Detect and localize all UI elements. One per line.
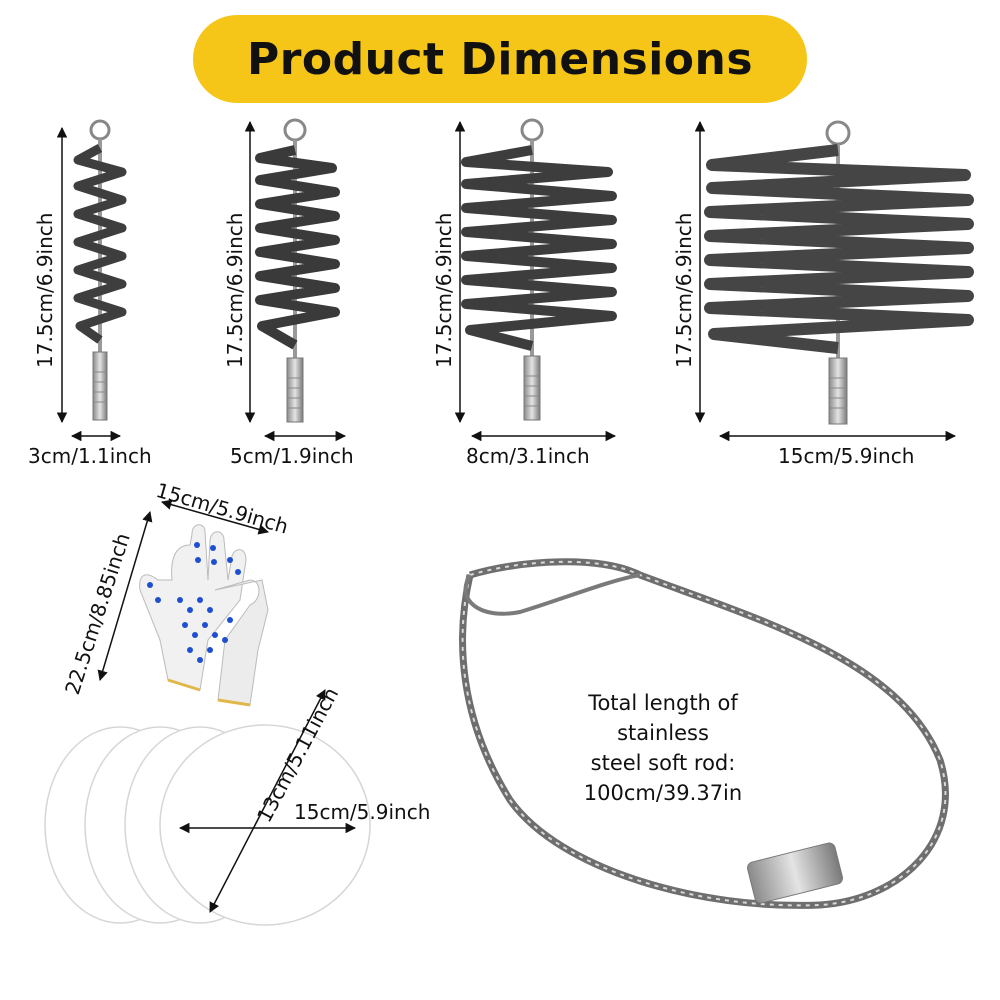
brush-4-height-label: 17.5cm/6.9inch <box>672 212 696 368</box>
filter-dimension-arrows <box>178 689 357 913</box>
glove-dimension-arrows <box>97 499 270 682</box>
brush-2-height-label: 17.5cm/6.9inch <box>223 212 247 368</box>
rod-text-line-3: 100cm/39.37in <box>583 781 743 805</box>
rod-text-line-1: Total length of stainless <box>588 691 738 745</box>
rod-length-text: Total length of stainless steel soft rod… <box>548 688 778 808</box>
title-banner: Product Dimensions <box>193 15 807 103</box>
brush-3-height-label: 17.5cm/6.9inch <box>432 212 456 368</box>
brush-2-width-label: 5cm/1.9inch <box>230 444 354 468</box>
brush-dimension-arrows <box>56 120 957 442</box>
stainless-rod <box>459 558 949 909</box>
brush-medium <box>255 118 340 423</box>
brush-3-width-label: 8cm/3.1inch <box>466 444 590 468</box>
brush-1-width-label: 3cm/1.1inch <box>28 444 152 468</box>
brush-1-height-label: 17.5cm/6.9inch <box>33 212 57 368</box>
filter-width-label: 15cm/5.9inch <box>294 800 431 824</box>
brush-4-width-label: 15cm/5.9inch <box>778 444 915 468</box>
page-title: Product Dimensions <box>246 33 754 85</box>
rod-text-line-2: steel soft rod: <box>590 751 736 775</box>
brush-small <box>73 119 127 421</box>
filter-pads <box>44 724 371 926</box>
brush-extra-large <box>704 120 974 425</box>
gloves <box>139 524 269 707</box>
brush-large <box>461 118 617 421</box>
